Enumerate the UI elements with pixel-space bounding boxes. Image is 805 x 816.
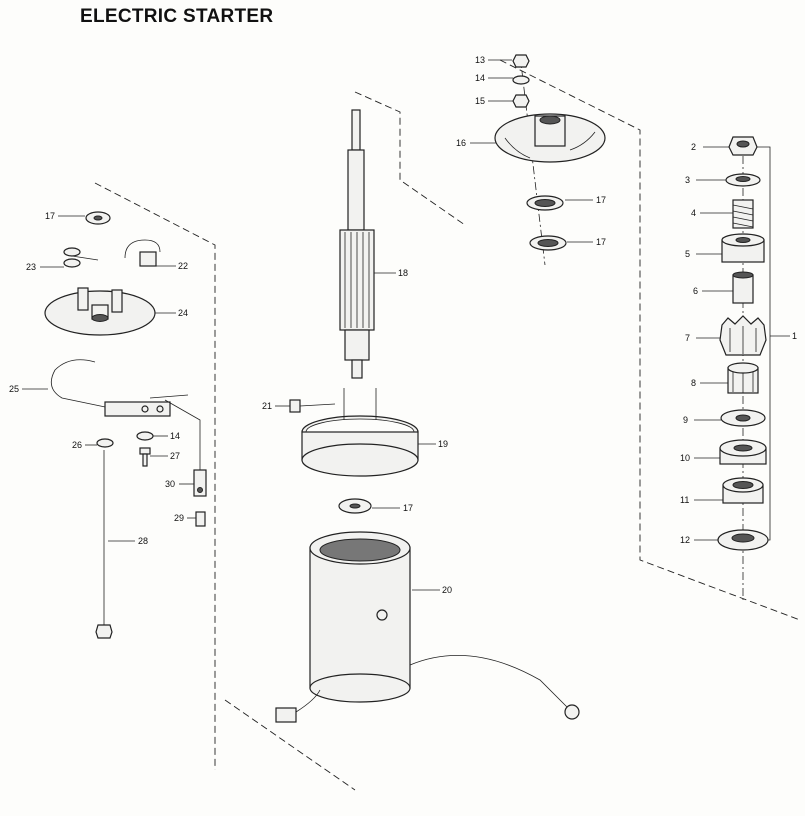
lower-left-frame [224,699,356,791]
part-7-pinion-gear [719,315,767,356]
label-17-left: 17 [45,211,55,221]
part-18-armature [339,109,375,379]
part-13-nut [512,54,530,68]
label-28: 28 [138,536,148,546]
leader-lines [22,59,733,591]
label-14-top: 14 [475,73,485,83]
label-29: 29 [174,513,184,523]
part-12-stop-ring [717,529,769,551]
part-21-screw [289,399,336,413]
label-8: 8 [691,378,696,388]
diagram-title: ELECTRIC STARTER [80,6,274,27]
part-23-spring [63,247,99,268]
part-8-drive-sleeve [727,362,759,394]
part-16-end-head [494,113,606,163]
label-6: 6 [693,286,698,296]
label-26: 26 [72,440,82,450]
part-27-screw [139,447,151,467]
label-30: 30 [165,479,175,489]
label-13: 13 [475,55,485,65]
part-26-washer [96,438,114,448]
part-11-spacer [722,477,764,504]
label-22: 22 [178,261,188,271]
label-16: 16 [456,138,466,148]
part-24-brush-plate [44,287,156,336]
part-4-spring [732,199,754,229]
part-25-lead-bracket [50,359,171,417]
label-11: 11 [680,495,689,505]
label-25: 25 [9,384,19,394]
part-22-brush [124,239,161,267]
label-7: 7 [685,333,690,343]
label-5: 5 [685,249,690,259]
part-5-collar [721,233,765,263]
label-24: 24 [178,308,188,318]
part-15-nut [512,94,530,108]
label-17-center: 17 [403,503,413,513]
pinion-stack [717,136,790,600]
label-2: 2 [691,142,696,152]
part-14-washer [512,75,530,85]
part-30-terminal [193,469,207,497]
label-18: 18 [398,268,408,278]
label-9: 9 [683,415,688,425]
part-20-frame-housing [275,531,580,723]
label-4: 4 [691,208,696,218]
label-21: 21 [262,401,272,411]
label-1: 1 [792,331,797,341]
part-14-washer-left [136,431,154,441]
part-number-labels: 1 2 3 4 5 6 7 8 9 10 11 12 13 14 15 16 1… [9,55,797,595]
label-23: 23 [26,262,36,272]
part-10-cup [719,439,767,465]
part-28-through-bolt [95,450,113,639]
label-3: 3 [685,175,690,185]
label-10: 10 [680,453,690,463]
label-15: 15 [475,96,485,106]
label-12: 12 [680,535,690,545]
end-head-assembly [494,54,606,266]
part-29-screw [195,511,206,527]
top-right-frame [499,59,801,621]
label-19: 19 [438,439,448,449]
left-frame [94,182,216,770]
part-19-band [301,388,419,477]
label-27: 27 [170,451,180,461]
label-17-mid: 17 [596,237,606,247]
label-17-top: 17 [596,195,606,205]
part-6-sleeve [732,271,754,304]
label-14-left: 14 [170,431,180,441]
center-frame [354,91,466,226]
label-20: 20 [442,585,452,595]
